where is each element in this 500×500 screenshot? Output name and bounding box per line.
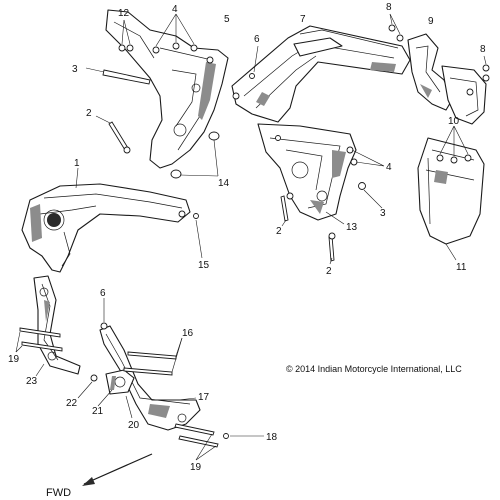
callout-7: 7 [300, 14, 306, 25]
callout-21: 21 [92, 406, 104, 417]
nut-22 [77, 374, 98, 399]
callout-2-center-left: 2 [276, 226, 282, 237]
leader-23 [35, 363, 45, 377]
callout-22: 22 [66, 398, 78, 409]
callout-1: 1 [74, 158, 80, 169]
leader-17 [177, 397, 197, 401]
washers-14 [170, 131, 220, 179]
callout-20: 20 [128, 420, 140, 431]
callout-11: 11 [456, 262, 467, 273]
bolts-4-center [346, 146, 385, 167]
nut-3-center [358, 182, 383, 209]
leader-20 [125, 395, 133, 419]
bolt-15 [193, 213, 203, 259]
callout-4-upper: 4 [172, 4, 178, 15]
leader-11 [445, 243, 457, 261]
callout-16: 16 [182, 328, 194, 339]
callout-2-upper: 2 [86, 108, 92, 119]
bolts-16 [123, 337, 183, 376]
copyright-notice: © 2014 Indian Motorcycle International, … [286, 364, 462, 374]
part-13-center-plate [257, 123, 357, 221]
callout-6-lower: 6 [100, 288, 106, 299]
bolts-19-left [15, 327, 63, 353]
callout-13: 13 [346, 222, 358, 233]
part-7-backbone [231, 25, 411, 123]
bolt-2-center-lower [328, 232, 336, 265]
callout-3-center: 3 [380, 208, 386, 219]
callout-5: 5 [224, 14, 230, 25]
callout-6-top: 6 [254, 34, 260, 45]
bolt-6-lower [100, 298, 108, 330]
bolts-10 [436, 125, 472, 164]
callout-19-left: 19 [8, 354, 20, 365]
bolts-19-lower [174, 423, 219, 461]
callout-8-right: 8 [480, 44, 486, 55]
bolt-3-upper [85, 67, 151, 85]
bolt-2-center-left [280, 195, 289, 227]
callout-3-upper: 3 [72, 64, 78, 75]
leader-6-top [253, 45, 259, 73]
callout-19-lower: 19 [190, 462, 202, 473]
part-9-rear-bracket [407, 33, 453, 111]
callout-8-top: 8 [386, 2, 392, 13]
part-21-bracket [105, 369, 135, 395]
bolts-12 [118, 19, 134, 52]
part-1-main-frame [21, 183, 191, 273]
callout-14: 14 [218, 178, 230, 189]
part-23-down-tube [33, 275, 81, 375]
callout-15: 15 [198, 260, 210, 271]
part-5-upper-bracket [105, 9, 229, 169]
callout-2-center-lower: 2 [326, 266, 332, 277]
fwd-arrow [82, 453, 153, 486]
callout-9: 9 [428, 16, 434, 27]
callout-18: 18 [266, 432, 278, 443]
leader-21 [97, 389, 113, 407]
leader-1 [75, 167, 79, 189]
callout-17: 17 [198, 392, 210, 403]
part-9b-rear-plate [441, 55, 490, 125]
callout-12: 12 [118, 8, 130, 19]
fwd-label: FWD [46, 487, 71, 499]
leader-13 [325, 211, 345, 225]
callout-10: 10 [448, 116, 460, 127]
callout-23: 23 [26, 376, 38, 387]
bolt-2-upper [95, 115, 131, 154]
callout-4-center: 4 [386, 162, 392, 173]
bolt-18 [223, 433, 264, 439]
bolts-4-upper [152, 13, 198, 54]
callout-labels: 12 4 5 3 2 14 6 7 8 9 8 10 4 3 13 2 2 11… [8, 2, 486, 499]
part-11-rear-cover [417, 137, 485, 245]
bolts-8-top [388, 13, 404, 42]
